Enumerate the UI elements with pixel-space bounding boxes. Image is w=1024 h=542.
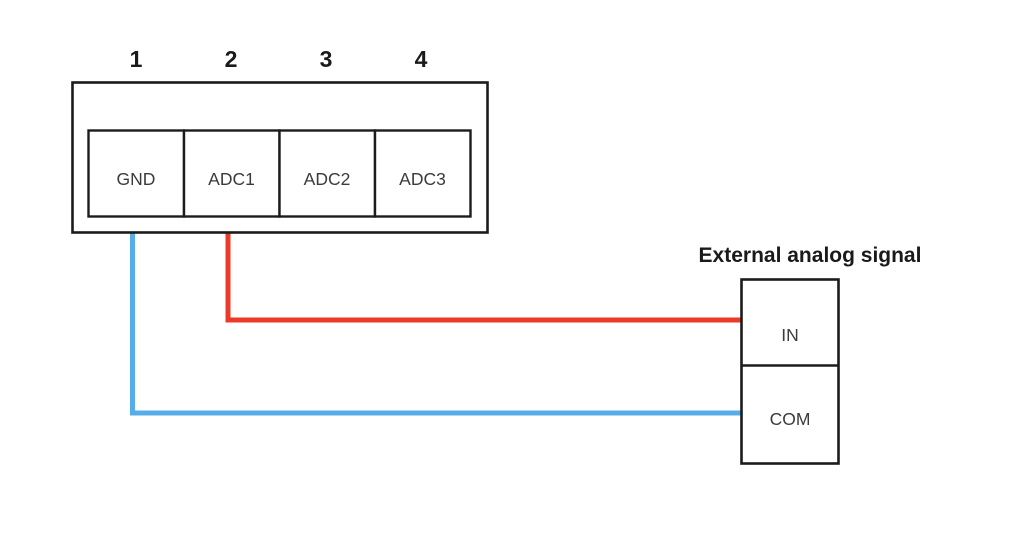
external-terminal-label-com: COM <box>770 409 811 429</box>
connector-terminal-row <box>87 129 472 218</box>
pin-number-2: 2 <box>225 46 238 72</box>
external-analog-signal-block: IN COM <box>740 278 840 465</box>
terminal-cell-adc1[interactable] <box>182 129 281 218</box>
ground-wire-blue <box>130 216 742 416</box>
terminal-label-adc2: ADC2 <box>304 169 351 189</box>
terminal-cell-adc3[interactable] <box>373 129 472 218</box>
wire-layer <box>130 216 742 416</box>
pin-number-4: 4 <box>415 46 428 72</box>
signal-wire-red <box>225 216 742 323</box>
pin-number-3: 3 <box>320 46 333 72</box>
terminal-cell-gnd[interactable] <box>87 129 186 218</box>
terminal-label-gnd: GND <box>117 169 156 189</box>
pin-number-1: 1 <box>130 46 143 72</box>
external-terminal-label-in: IN <box>781 325 799 345</box>
pin-number-row: 1 2 3 4 <box>130 46 428 72</box>
terminal-label-adc1: ADC1 <box>208 169 255 189</box>
terminal-label-adc3: ADC3 <box>399 169 446 189</box>
external-device-outline <box>740 278 840 465</box>
terminal-label-row: GND ADC1 ADC2 ADC3 <box>117 169 446 189</box>
external-analog-signal-title: External analog signal <box>699 244 922 267</box>
